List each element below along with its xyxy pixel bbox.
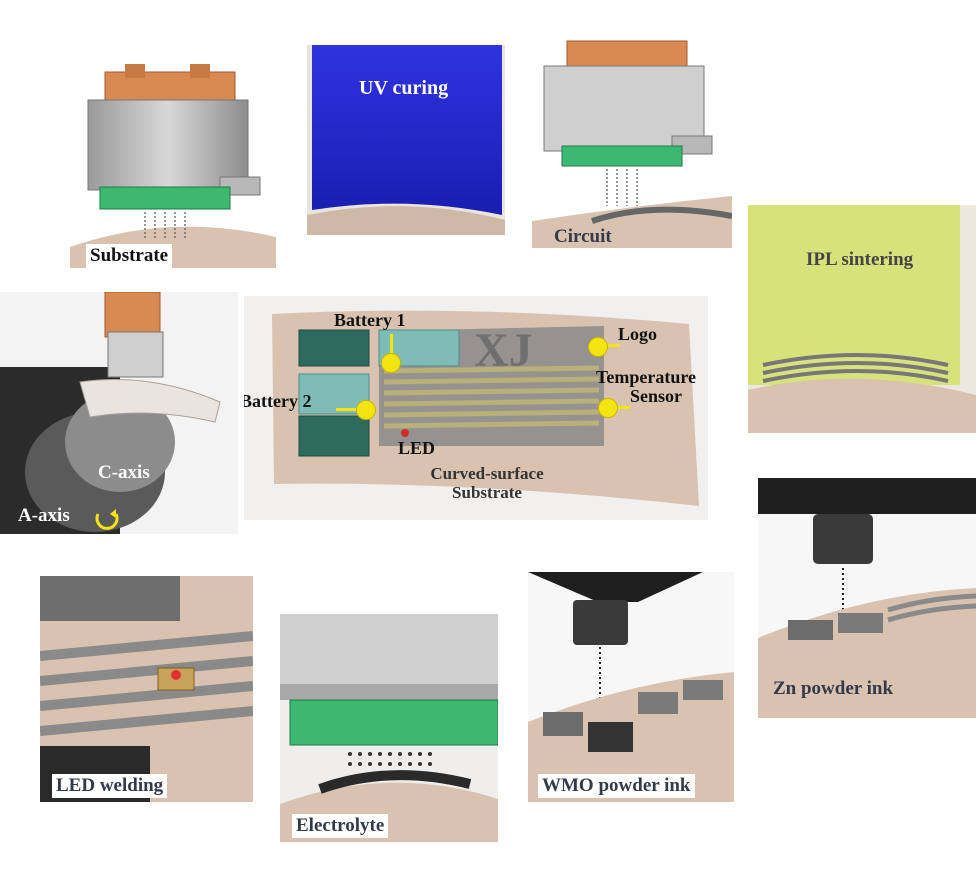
uv-lamp-illustration <box>307 45 505 235</box>
callout-battery-1-stick <box>390 334 393 356</box>
printhead-illustration <box>70 64 276 268</box>
panel-ipl-sintering: IPL sintering <box>748 205 976 433</box>
zn-dispenser-illustration <box>758 478 976 718</box>
callout-logo-dot <box>588 337 608 357</box>
label-battery-2: Battery 2 <box>244 391 312 411</box>
panel-axes: C-axis A-axis <box>0 292 238 534</box>
label-substrate: Substrate <box>86 244 173 268</box>
rotation-arrow-icon <box>95 509 119 530</box>
label-temperature: Temperature <box>596 367 696 387</box>
svg-text:XJ: XJ <box>474 324 533 377</box>
panel-substrate: Substrate <box>70 62 276 268</box>
label-electrolyte: Electrolyte <box>292 814 389 838</box>
label-substrate-center: Substrate <box>452 483 522 502</box>
wmo-dispenser-illustration <box>528 572 734 802</box>
rotary-stage-illustration <box>0 292 238 534</box>
callout-battery-2-dot <box>356 400 376 420</box>
label-curved-surface-substrate: Curved-surface Substrate <box>412 464 562 502</box>
led-marker <box>401 429 409 437</box>
label-zn-powder-ink: Zn powder ink <box>773 678 894 699</box>
label-battery-1: Battery 1 <box>334 310 406 330</box>
label-wmo-powder-ink: WMO powder ink <box>538 774 695 798</box>
device-layout-illustration: XJ <box>244 296 708 520</box>
panel-led-welding: LED welding <box>40 576 253 802</box>
panel-circuit: Circuit <box>532 36 732 248</box>
label-circuit: Circuit <box>554 226 612 247</box>
callout-sensor-stick <box>612 406 630 409</box>
led-welding-illustration <box>40 576 253 802</box>
panel-zn-powder-ink: Zn powder ink <box>758 478 976 718</box>
ipl-lamp-illustration <box>748 205 976 433</box>
label-c-axis: C-axis <box>98 462 150 483</box>
printhead-circuit-illustration <box>532 40 732 248</box>
label-uv-curing: UV curing <box>359 77 449 99</box>
panel-wmo-powder-ink: WMO powder ink <box>528 572 734 802</box>
callout-battery-2-stick <box>336 408 360 411</box>
label-led-welding: LED welding <box>52 774 168 798</box>
callout-sensor-dot <box>598 398 618 418</box>
callout-logo-stick <box>602 344 620 347</box>
label-a-axis: A-axis <box>18 505 70 526</box>
electrolyte-illustration <box>280 614 498 842</box>
label-led: LED <box>398 438 436 458</box>
label-sensor: Sensor <box>630 386 683 406</box>
panel-uv-curing: UV curing <box>307 45 505 235</box>
panel-electrolyte: Electrolyte <box>280 614 498 842</box>
label-curved-surface: Curved-surface <box>430 464 544 483</box>
panel-center-device: XJ Battery 1 Battery 2 Logo Temperature … <box>244 296 708 520</box>
label-ipl-sintering: IPL sintering <box>806 249 914 270</box>
callout-battery-1-dot <box>381 353 401 373</box>
label-logo: Logo <box>618 324 658 344</box>
